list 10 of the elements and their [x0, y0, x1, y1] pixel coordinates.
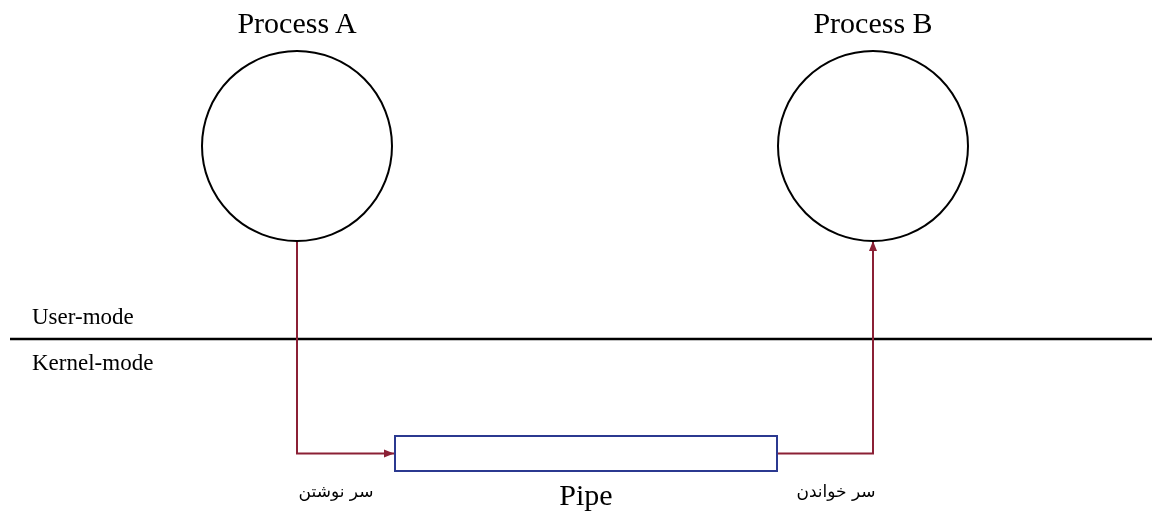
process-heading: Process A: [236, 6, 358, 40]
pipe-box: [394, 435, 778, 472]
arrow: [296, 240, 395, 458]
pipe-label: Pipe: [558, 478, 614, 512]
pipe-end-label: سر نوشتن: [297, 481, 375, 501]
mode-label: User-mode: [32, 304, 134, 330]
arrow: [777, 240, 877, 455]
process-heading: Process B: [812, 6, 934, 40]
mode-label: Kernel-mode: [32, 350, 154, 376]
pipe-end-label: سر خواندن: [795, 481, 877, 501]
